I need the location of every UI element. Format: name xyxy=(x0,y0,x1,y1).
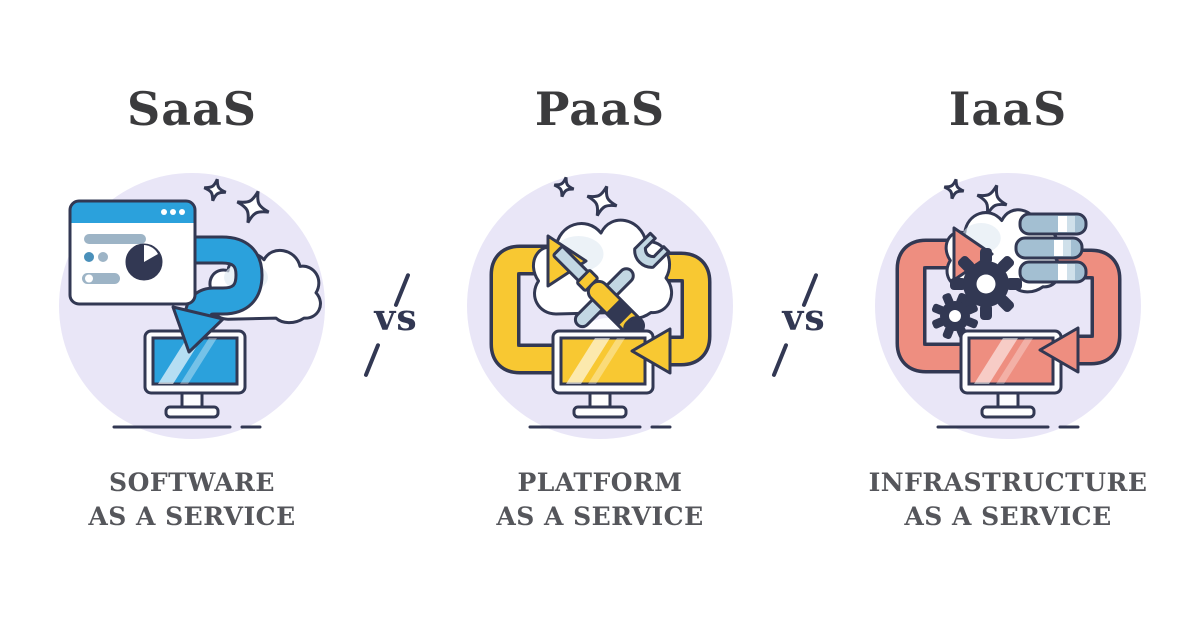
vs-separator-2: vs xyxy=(752,0,856,630)
caption-line: PLATFORM xyxy=(517,468,683,497)
caption-saas: SOFTWARE AS A SERVICE xyxy=(88,466,295,534)
slash-mark xyxy=(771,342,789,378)
paas-illustration xyxy=(467,173,733,439)
sparkles-icon xyxy=(202,177,274,228)
saas-illustration xyxy=(59,173,325,439)
slash-mark xyxy=(363,342,381,378)
caption-iaas: INFRASTRUCTURE AS A SERVICE xyxy=(869,466,1148,534)
caption-line: AS A SERVICE xyxy=(904,501,1112,531)
vs-separator-1: vs xyxy=(344,0,448,630)
column-iaas: IaaS xyxy=(856,0,1160,630)
server-stack-icon xyxy=(1016,214,1086,282)
download-arrow-icon xyxy=(173,235,264,352)
gears-icon xyxy=(931,248,1022,340)
sync-loop-arrows-icon xyxy=(489,244,712,375)
vs-label: vs xyxy=(782,297,826,339)
caption-line: AS A SERVICE xyxy=(88,501,296,531)
title-paas: PaaS xyxy=(534,82,666,136)
title-iaas: IaaS xyxy=(948,82,1068,136)
caption-paas: PLATFORM AS A SERVICE xyxy=(496,466,703,534)
loop-arrowhead xyxy=(632,329,670,373)
loop-arrowhead xyxy=(1040,328,1078,372)
caption-line: SOFTWARE xyxy=(109,468,275,497)
caption-line: AS A SERVICE xyxy=(496,501,704,531)
sparkles-icon xyxy=(552,175,621,220)
vs-label: vs xyxy=(374,297,418,339)
column-saas: SaaS xyxy=(40,0,344,630)
title-saas: SaaS xyxy=(126,82,258,136)
caption-line: INFRASTRUCTURE xyxy=(868,468,1148,497)
column-paas: PaaS xyxy=(448,0,752,630)
monitor-icon xyxy=(553,331,653,417)
iaas-illustration xyxy=(875,173,1141,439)
browser-window-icon xyxy=(70,201,195,304)
sync-loop-arrows-icon xyxy=(895,238,1122,374)
